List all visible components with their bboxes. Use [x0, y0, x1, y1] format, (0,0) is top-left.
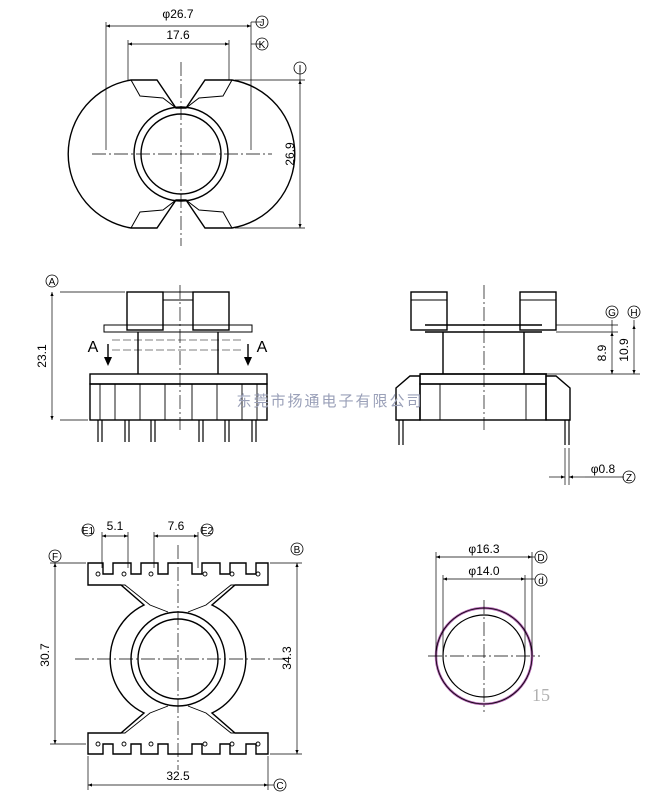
watermark: 东莞市扬通电子有限公司	[236, 393, 423, 410]
callout-f: F	[52, 552, 58, 563]
bottom-view	[48, 523, 304, 792]
side-view	[395, 285, 641, 485]
height-34-3-label: 34.3	[280, 646, 294, 670]
top-width-label: 17.6	[166, 28, 190, 42]
callout-g: G	[608, 308, 616, 319]
callout-e2: E2	[201, 526, 214, 537]
callout-d-lower: d	[538, 576, 544, 587]
core-view	[428, 550, 548, 712]
section-a-left: A	[88, 339, 99, 356]
page-number: 15	[532, 685, 550, 705]
height-30-7-label: 30.7	[38, 643, 52, 667]
pitch-5-1-label: 5.1	[107, 519, 124, 533]
callout-j: J	[260, 18, 265, 29]
core-outer-diameter-label: φ16.3	[468, 542, 499, 556]
core-inner-diameter-label: φ14.0	[468, 564, 499, 578]
front-view	[45, 274, 268, 442]
side-dim-10-9: 10.9	[617, 338, 631, 362]
callout-b: B	[294, 545, 301, 556]
pin-diameter-label: φ0.8	[591, 462, 616, 476]
callout-d-upper: D	[537, 553, 544, 564]
top-height-label: 26.9	[283, 142, 297, 166]
callout-h: H	[630, 308, 637, 319]
pitch-7-6-label: 7.6	[168, 519, 185, 533]
callout-e1: E1	[82, 526, 95, 537]
callout-z: Z	[626, 473, 632, 484]
section-a-right: A	[257, 339, 268, 356]
front-height-label: 23.1	[35, 344, 49, 368]
callout-a: A	[49, 277, 56, 288]
callout-k: K	[259, 40, 266, 51]
callout-i: I	[299, 64, 302, 75]
width-32-5-label: 32.5	[166, 769, 190, 783]
top-diameter-label: φ26.7	[162, 7, 193, 21]
side-dim-8-9: 8.9	[595, 344, 609, 361]
callout-c: C	[276, 781, 283, 792]
top-view	[67, 15, 307, 246]
